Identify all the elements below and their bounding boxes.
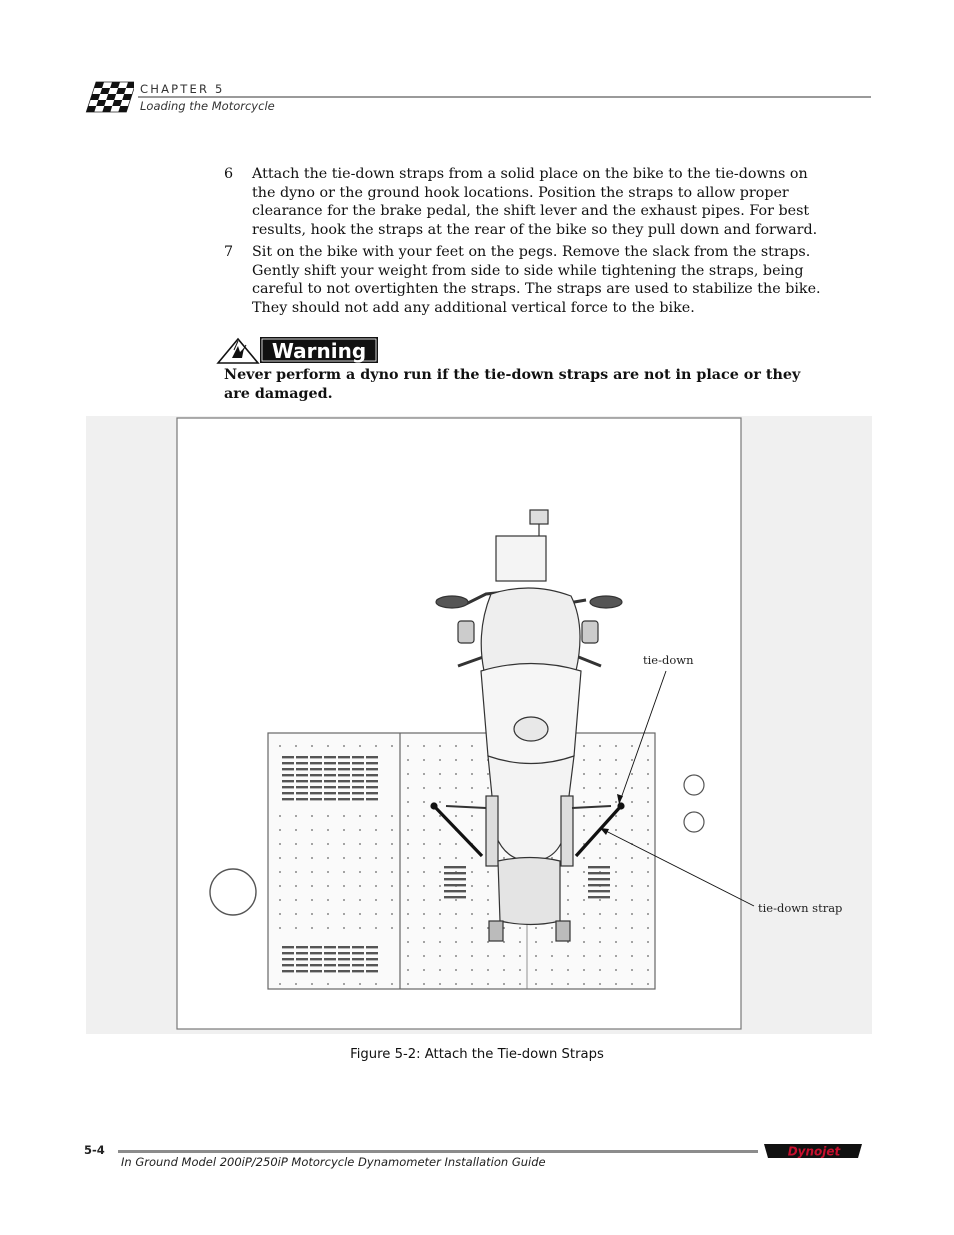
tie-down-strap-callout: tie-down strap	[758, 901, 843, 915]
step-text: Attach the tie-down straps from a solid …	[252, 166, 818, 238]
ground-hook-circle	[209, 868, 257, 916]
dynojet-logo-text: Dynojet	[788, 1145, 842, 1159]
footer-rule	[118, 1150, 758, 1153]
figure-caption: Figure 5-2: Attach the Tie-down Straps	[350, 1047, 604, 1062]
section-title: Loading the Motorcycle	[140, 99, 275, 113]
dyno-platform	[267, 732, 656, 990]
dynojet-logo: Dynojet	[764, 1144, 862, 1159]
page-number: 5-4	[84, 1143, 105, 1157]
step-text: Sit on the bike with your feet on the pe…	[252, 244, 821, 316]
motorcycle	[435, 509, 623, 942]
step-7: 7 Sit on the bike with your feet on the …	[224, 243, 824, 317]
warning-badge-label: Warning	[272, 339, 366, 363]
motorcycle-tiedown-figure	[176, 417, 755, 1030]
step-6: 6 Attach the tie-down straps from a soli…	[224, 165, 824, 239]
tie-down-callout: tie-down	[643, 653, 694, 667]
ground-hook-circle	[683, 811, 705, 833]
header-rule	[138, 96, 871, 98]
checkered-flag-icon	[85, 81, 134, 113]
warning-badge: Warning	[216, 337, 378, 364]
warning-text: Never perform a dyno run if the tie-down…	[224, 367, 801, 402]
step-number: 6	[224, 166, 234, 182]
ground-hook-circle	[683, 774, 705, 796]
leader-line	[599, 827, 755, 907]
document-title: In Ground Model 200iP/250iP Motorcycle D…	[121, 1155, 546, 1169]
leader-line	[618, 670, 667, 805]
step-number: 7	[224, 244, 234, 260]
tie-down-straps	[430, 802, 625, 858]
chapter-label: CHAPTER 5	[140, 82, 225, 96]
